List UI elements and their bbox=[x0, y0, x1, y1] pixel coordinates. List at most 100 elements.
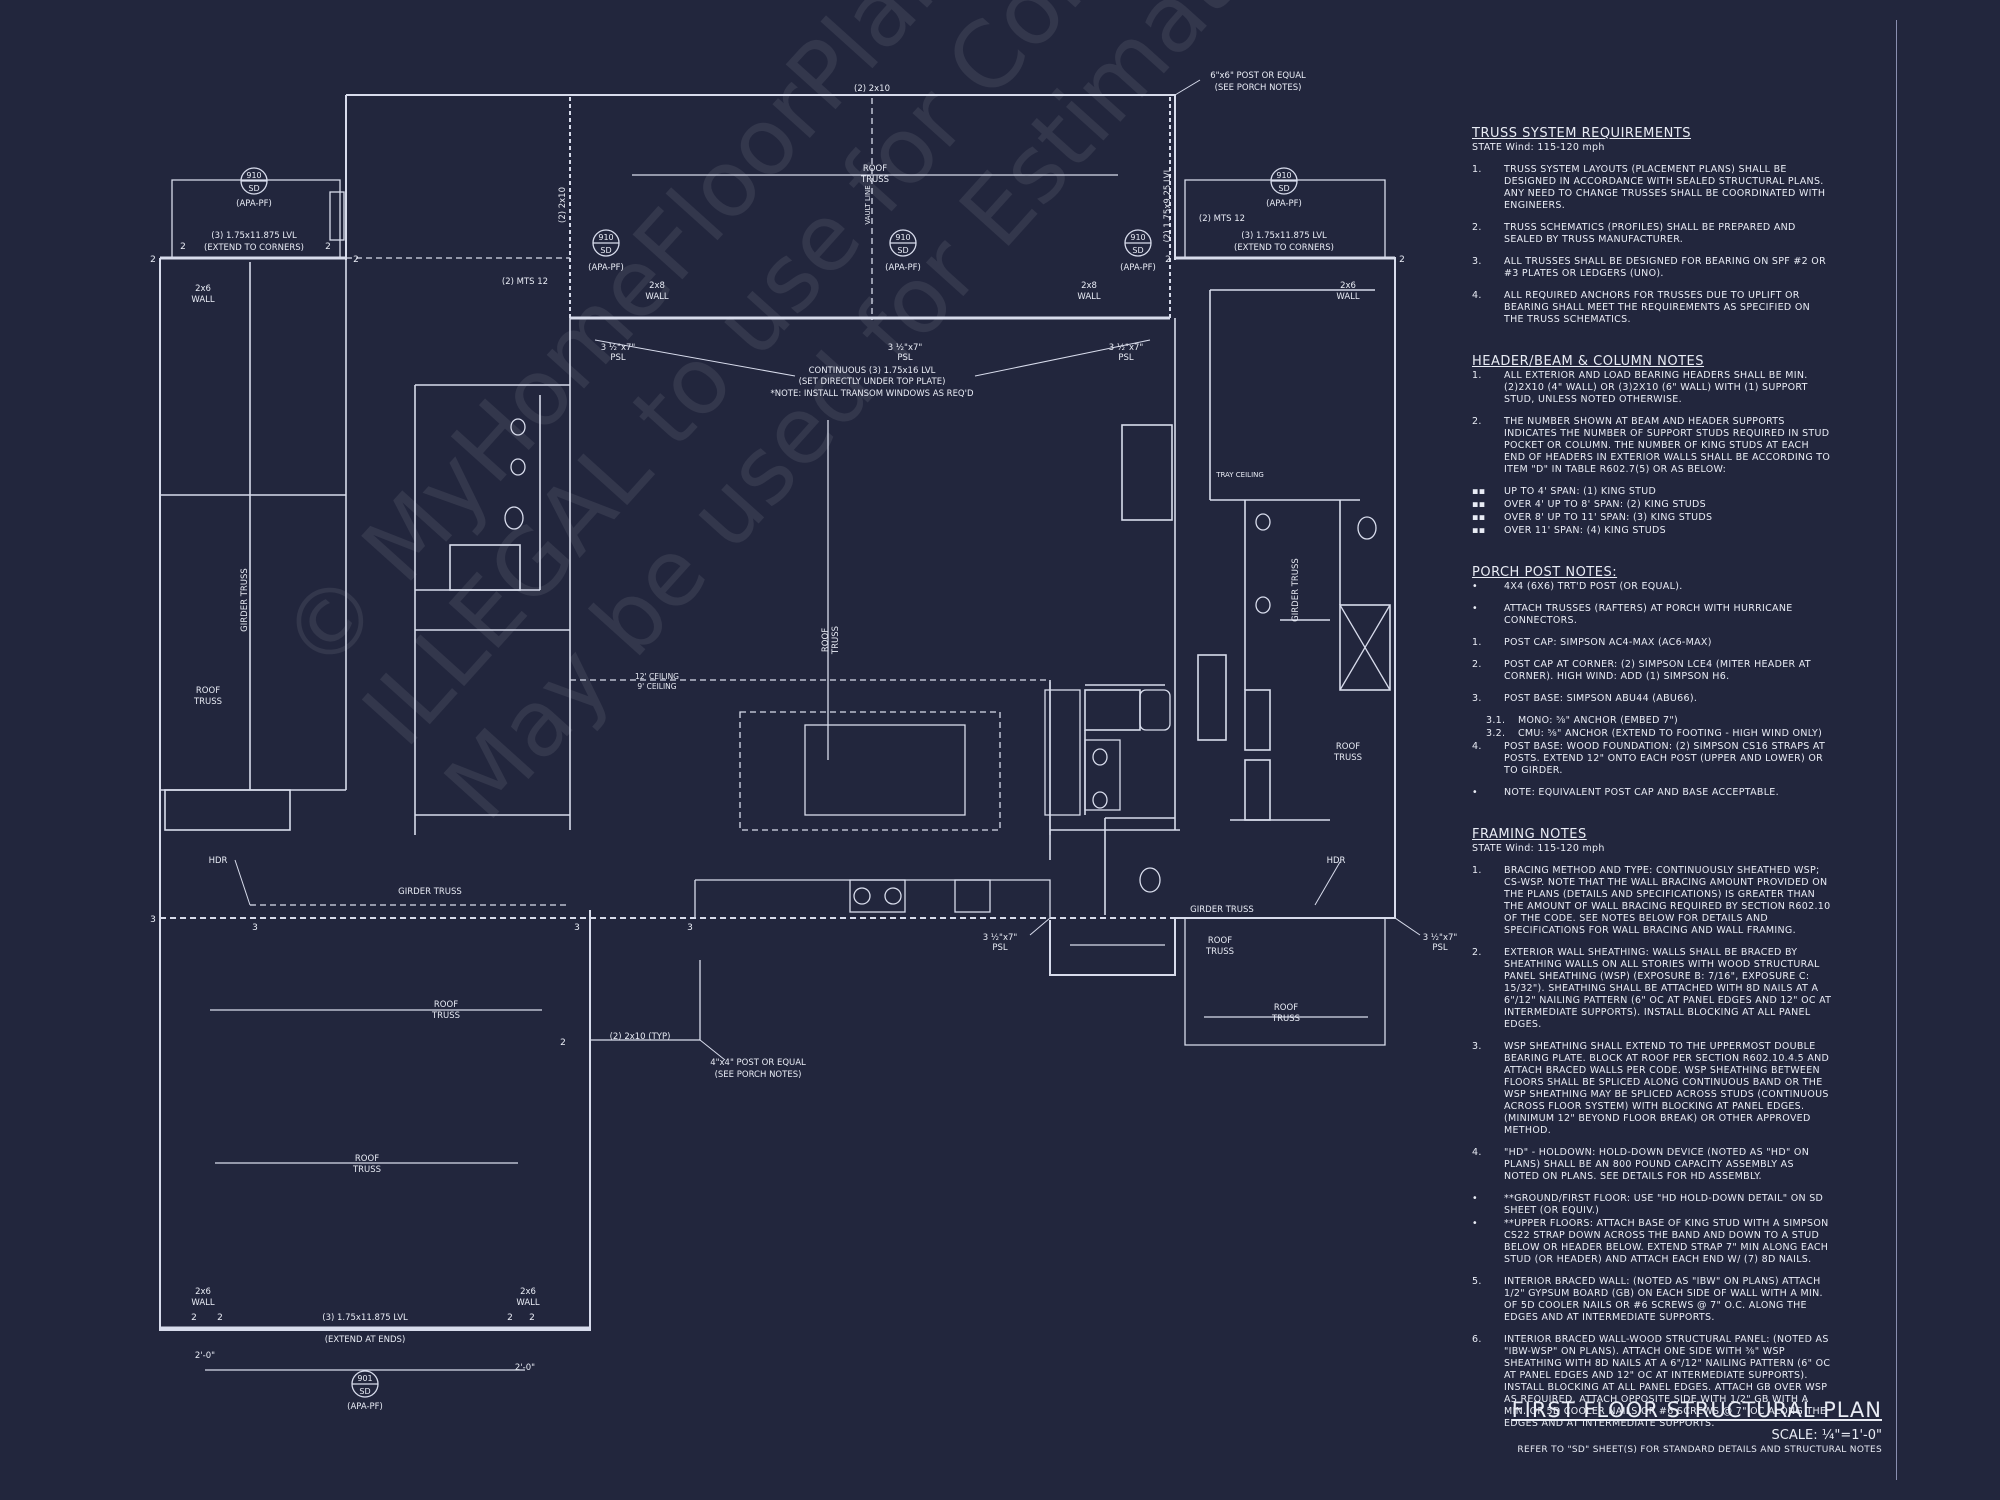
note-item: 3. POST BASE: SIMPSON ABU44 (ABU66). bbox=[1472, 693, 1832, 705]
label-2x6-a: 2x6 bbox=[195, 284, 211, 294]
note-number: 3. bbox=[1472, 256, 1482, 267]
note-item: 3.WSP SHEATHING SHALL EXTEND TO THE UPPE… bbox=[1472, 1041, 1832, 1137]
note-number: • bbox=[1472, 787, 1478, 798]
label-truss-left: TRUSS bbox=[193, 697, 222, 707]
note-text: POST BASE: SIMPSON ABU44 (ABU66). bbox=[1504, 693, 1698, 704]
label-vault: VAULT LINE bbox=[864, 185, 872, 224]
title-block: FIRST FLOOR STRUCTURAL PLAN SCALE: ¼"=1'… bbox=[1512, 1398, 1882, 1455]
king-stud-list: ▪▪UP TO 4' SPAN: (1) KING STUD▪▪OVER 4' … bbox=[1472, 486, 1832, 537]
sheet-scale: SCALE: ¼"=1'-0" bbox=[1771, 1428, 1882, 1443]
note-item: 5. INTERIOR BRACED WALL: (NOTED AS "IBW" … bbox=[1472, 1276, 1832, 1324]
stud-count-11: 2 bbox=[560, 1038, 566, 1048]
label-dim-right: 2'-0" bbox=[515, 1363, 535, 1373]
framing-notes-list: 1.BRACING METHOD AND TYPE: CONTINUOUSLY … bbox=[1472, 865, 1832, 1430]
label-psl-c-sub: PSL bbox=[1118, 353, 1134, 363]
stud-count-8: 3 bbox=[252, 923, 258, 933]
stud-count-7: 3 bbox=[150, 915, 156, 925]
label-2x6-c: 2x6 bbox=[195, 1287, 211, 1297]
truss-span-arrows bbox=[210, 174, 1368, 1164]
note-text: ATTACH TRUSSES (RAFTERS) AT PORCH WITH H… bbox=[1504, 603, 1793, 626]
label-wall-d: WALL bbox=[1336, 292, 1359, 302]
label-beam-typ: (2) 2x10 (TYP) bbox=[610, 1032, 671, 1042]
label-top-beam: (2) 2x10 bbox=[854, 84, 890, 94]
truss-notes-list: 1.TRUSS SYSTEM LAYOUTS (PLACEMENT PLANS)… bbox=[1472, 164, 1832, 326]
label-tray: TRAY CEILING bbox=[1215, 471, 1264, 479]
note-text: THE NUMBER SHOWN AT BEAM AND HEADER SUPP… bbox=[1504, 416, 1831, 475]
porch-notes-title: PORCH POST NOTES: bbox=[1472, 565, 1618, 580]
note-text: WSP SHEATHING SHALL EXTEND TO THE UPPERM… bbox=[1504, 1041, 1830, 1136]
note-item: 4."HD" - HOLDOWN: HOLD-DOWN DEVICE (NOTE… bbox=[1472, 1147, 1832, 1183]
truss-notes-sub: STATE Wind: 115-120 mph bbox=[1472, 142, 1605, 153]
leader-lines bbox=[234, 79, 1421, 1061]
label-truss-porch: TRUSS bbox=[352, 1165, 381, 1175]
label-wall-f: WALL bbox=[516, 1298, 539, 1308]
label-girder-b: GIRDER TRUSS bbox=[1190, 905, 1254, 915]
note-text: ALL TRUSSES SHALL BE DESIGNED FOR BEARIN… bbox=[1504, 256, 1826, 279]
tag-apa-a: (APA-PF) bbox=[236, 199, 272, 209]
tag-apa-c: (APA-PF) bbox=[588, 263, 624, 273]
note-text: 4X4 (6x6) TRT'D POST (OR EQUAL). bbox=[1504, 581, 1683, 592]
label-truss: TRUSS bbox=[860, 175, 889, 185]
label-post-top-sub: (SEE PORCH NOTES) bbox=[1215, 83, 1302, 93]
structure-lines bbox=[250, 98, 1210, 906]
tag-sd-b: SD bbox=[1278, 184, 1289, 193]
label-roof-right: ROOF bbox=[1336, 742, 1360, 752]
note-text: INTERIOR BRACED WALL-WOOD STRUCTURAL PAN… bbox=[1504, 1334, 1831, 1429]
stud-count-3: 2 bbox=[325, 242, 331, 252]
label-psl-a-sub: PSL bbox=[610, 353, 626, 363]
bullet-icon: ▪▪ bbox=[1472, 499, 1486, 510]
stud-count-13: 2 bbox=[217, 1313, 223, 1323]
note-item: 3.1. MONO: ⅝" ANCHOR (EMBED 7") bbox=[1472, 715, 1832, 727]
note-text: OVER 4' UP TO 8' SPAN: (2) KING STUDS bbox=[1504, 499, 1706, 510]
label-2x6-d: 2x6 bbox=[520, 1287, 536, 1297]
kitchen-fixtures bbox=[694, 682, 1121, 918]
interior-walls bbox=[160, 258, 1391, 915]
note-number: 5. bbox=[1472, 1276, 1482, 1287]
note-item: •**GROUND/FIRST FLOOR: USE "HD HOLD-DOWN… bbox=[1472, 1193, 1832, 1217]
note-item: •**UPPER FLOORS: ATTACH BASE OF KING STU… bbox=[1472, 1218, 1832, 1266]
porch-outlines bbox=[171, 179, 1386, 1046]
note-number: 3. bbox=[1472, 693, 1482, 704]
label-lvl-right: (3) 1.75x11.875 LVL bbox=[1241, 231, 1327, 241]
label-psl-e: 3 ½"x7" bbox=[1423, 933, 1458, 943]
stud-count-15: 2 bbox=[529, 1313, 535, 1323]
label-truss-garage: TRUSS bbox=[431, 1011, 460, 1021]
label-truss-porch-r: TRUSS bbox=[1271, 1014, 1300, 1024]
label-hdr-left: HDR bbox=[209, 856, 228, 866]
note-text: EXTERIOR WALL SHEATHING: WALLS SHALL BE … bbox=[1504, 947, 1832, 1030]
label-post-bottom: 4"x4" POST OR EQUAL bbox=[710, 1058, 806, 1068]
stud-count-2: 2 bbox=[180, 242, 186, 252]
label-lvl-left-sub: (EXTEND TO CORNERS) bbox=[204, 243, 304, 253]
label-girder-a: GIRDER TRUSS bbox=[398, 887, 462, 897]
tag-sd-a: SD bbox=[248, 184, 259, 193]
sheet-border bbox=[1896, 20, 1897, 1480]
note-number: • bbox=[1472, 581, 1478, 592]
label-mts-right: (2) MTS 12 bbox=[1199, 214, 1245, 224]
note-number: 3.1. bbox=[1486, 715, 1506, 726]
note-item: 1.TRUSS SYSTEM LAYOUTS (PLACEMENT PLANS)… bbox=[1472, 164, 1832, 212]
plan-text: (2) 2x10 6"x6" POST OR EQUAL (SEE PORCH … bbox=[150, 71, 1457, 1412]
label-lvl-bottom: (3) 1.75x11.875 LVL bbox=[322, 1313, 408, 1323]
label-lvl-right-sub: (EXTEND TO CORNERS) bbox=[1234, 243, 1334, 253]
tag-910-e: 910 bbox=[1130, 233, 1145, 242]
note-item: •NOTE: EQUIVALENT POST CAP AND BASE ACCE… bbox=[1472, 787, 1832, 799]
structural-notes: TRUSS SYSTEM REQUIREMENTS STATE Wind: 11… bbox=[1472, 127, 1832, 1440]
note-number: 1. bbox=[1472, 865, 1482, 876]
stud-count-5: 2 bbox=[1165, 255, 1171, 265]
note-text: OVER 11' SPAN: (4) KING STUDS bbox=[1504, 525, 1666, 536]
stud-count-6: 2 bbox=[1399, 255, 1405, 265]
note-number: 4. bbox=[1472, 290, 1482, 301]
note-number: 2. bbox=[1472, 659, 1482, 670]
note-text: MONO: ⅝" ANCHOR (EMBED 7") bbox=[1518, 715, 1679, 726]
stud-count-14: 2 bbox=[507, 1313, 513, 1323]
label-ceiling-9: 9' CEILING bbox=[637, 682, 676, 691]
tag-apa-e: (APA-PF) bbox=[1120, 263, 1156, 273]
tag-sd-f: SD bbox=[359, 1387, 370, 1396]
note-item: 2.EXTERIOR WALL SHEATHING: WALLS SHALL B… bbox=[1472, 947, 1832, 1031]
note-text: INTERIOR BRACED WALL: (NOTED AS "IBW" ON… bbox=[1504, 1276, 1823, 1323]
note-number: 1. bbox=[1472, 164, 1482, 175]
bullet-icon: ▪▪ bbox=[1472, 525, 1486, 536]
note-text: ALL REQUIRED ANCHORS FOR TRUSSES DUE TO … bbox=[1504, 290, 1811, 325]
stud-count-12: 2 bbox=[191, 1313, 197, 1323]
framing-notes-sub: STATE Wind: 115-120 mph bbox=[1472, 843, 1605, 854]
